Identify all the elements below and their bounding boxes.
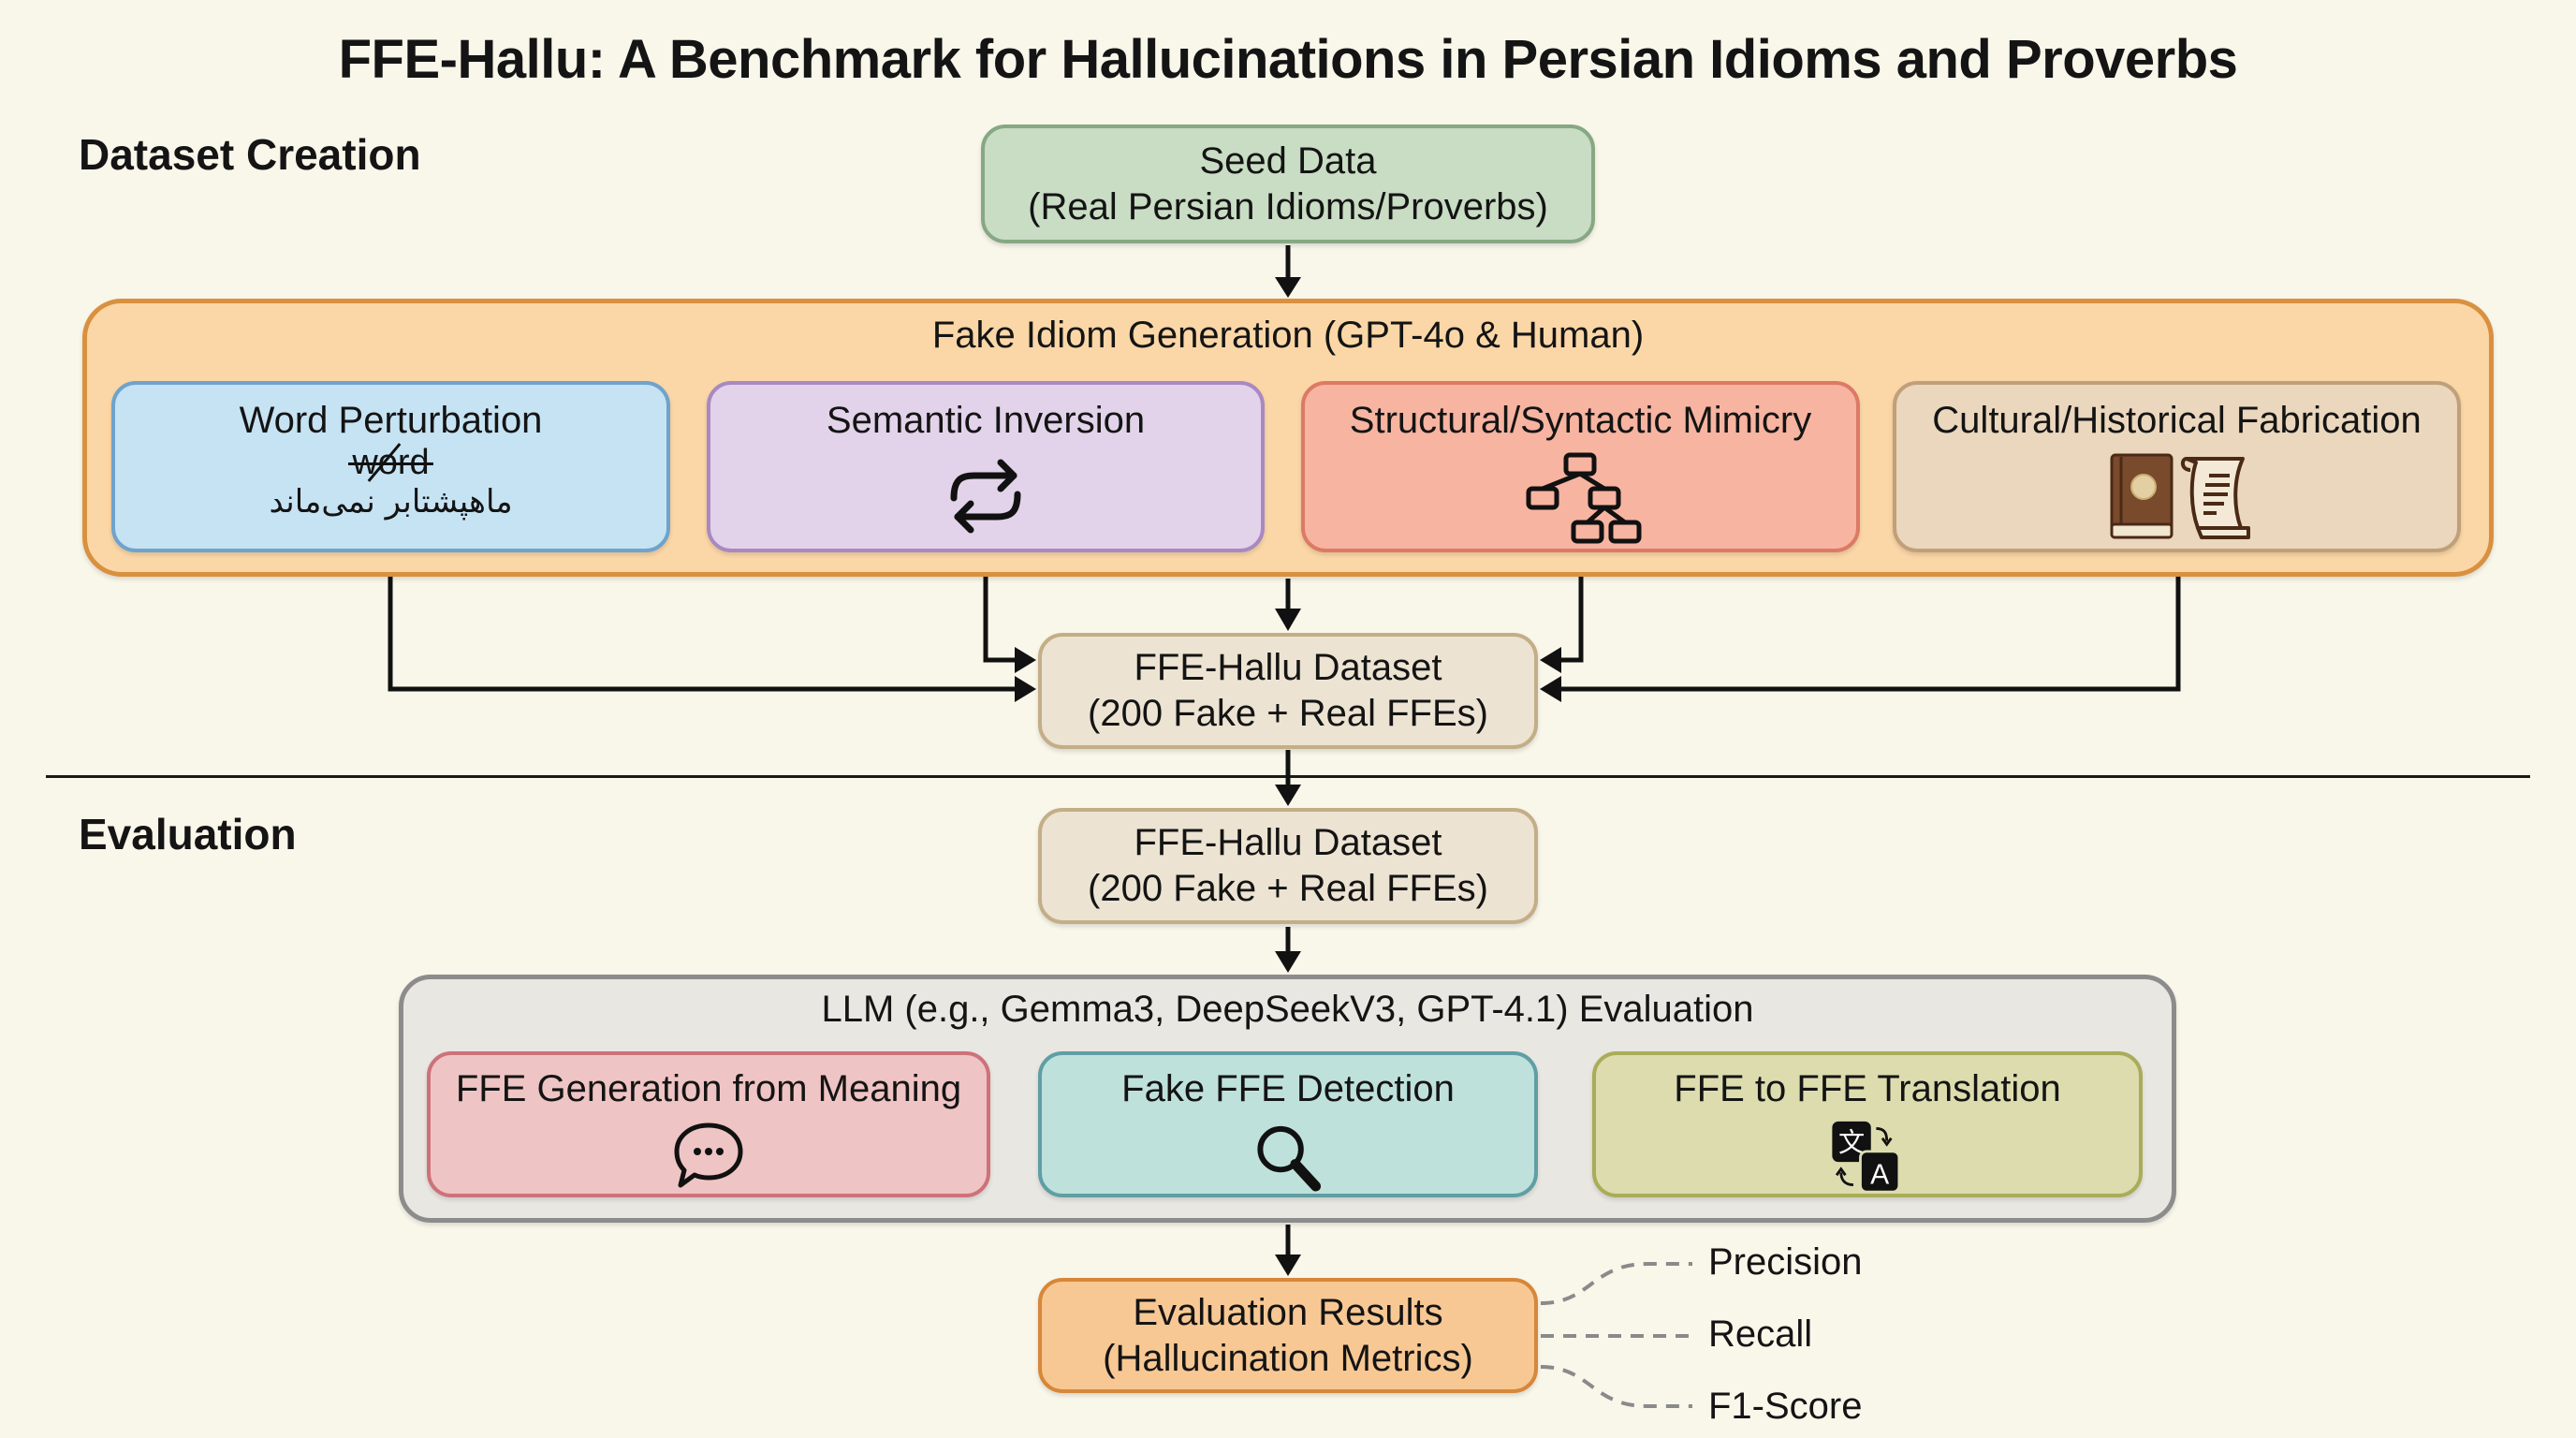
method-label: Word Perturbation <box>239 400 543 441</box>
section-label-dataset-creation: Dataset Creation <box>79 130 421 179</box>
task-label: Fake FFE Detection <box>1121 1068 1455 1109</box>
task-fake-ffe-detection: Fake FFE Detection <box>1038 1051 1538 1197</box>
seed-data-box: Seed Data (Real Persian Idioms/Proverbs) <box>981 125 1595 243</box>
translate-icon: 文 A <box>1832 1121 1901 1194</box>
task-label: FFE Generation from Meaning <box>455 1068 962 1109</box>
ffe-hallu-dataset-box: FFE-Hallu Dataset (200 Fake + Real FFEs) <box>1038 633 1538 749</box>
book-and-scroll-icon <box>2110 453 2250 539</box>
method-label: Semantic Inversion <box>826 400 1146 441</box>
metric-f1-score: F1-Score <box>1708 1386 1863 1427</box>
arrowhead <box>1015 676 1036 702</box>
arrowhead <box>1275 785 1301 806</box>
svg-text:A: A <box>1870 1160 1889 1191</box>
dataset-title: FFE-Hallu Dataset <box>1134 822 1442 863</box>
page-title: FFE-Hallu: A Benchmark for Hallucination… <box>338 29 2238 90</box>
section-divider <box>46 775 2530 778</box>
arrowhead <box>1275 609 1301 631</box>
task-ffe-generation-from-meaning: FFE Generation from Meaning <box>427 1051 990 1197</box>
arrowhead <box>1540 676 1561 702</box>
speech-bubble-icon <box>674 1123 743 1188</box>
task-label: FFE to FFE Translation <box>1674 1068 2061 1109</box>
method-structural-syntactic-mimicry: Structural/Syntactic Mimicry <box>1301 381 1860 552</box>
swap-arrows-icon <box>950 459 1021 534</box>
results-subtitle: (Hallucination Metrics) <box>1103 1337 1473 1379</box>
evaluation-results-box: Evaluation Results (Hallucination Metric… <box>1038 1278 1538 1393</box>
arrowhead <box>1275 951 1301 973</box>
method-semantic-inversion: Semantic Inversion <box>707 381 1265 552</box>
strikethrough-word-icon: word <box>348 443 434 482</box>
metric-recall: Recall <box>1708 1313 1813 1355</box>
fake-idiom-generation-label: Fake Idiom Generation (GPT-4o & Human) <box>931 315 1645 356</box>
method-word-perturbation: Word Perturbation word ماهپشتابر نمی‌مان… <box>111 381 670 552</box>
metric-precision: Precision <box>1708 1241 1863 1283</box>
dataset-subtitle: (200 Fake + Real FFEs) <box>1088 693 1488 734</box>
llm-evaluation-label: LLM (e.g., Gemma3, DeepSeekV3, GPT-4.1) … <box>821 989 1754 1030</box>
arrowhead <box>1540 647 1561 673</box>
arrowhead <box>1275 277 1301 298</box>
results-title: Evaluation Results <box>1133 1291 1443 1333</box>
seed-data-subtitle: (Real Persian Idioms/Proverbs) <box>1028 185 1548 227</box>
arrowhead <box>1015 647 1036 673</box>
magnifier-icon <box>1257 1125 1322 1192</box>
svg-text:文: 文 <box>1838 1127 1865 1158</box>
seed-data-title: Seed Data <box>1199 139 1377 182</box>
scroll-icon <box>2180 457 2250 539</box>
book-icon <box>2110 453 2173 539</box>
dataset-subtitle: (200 Fake + Real FFEs) <box>1088 868 1488 909</box>
arrowhead <box>1275 1255 1301 1276</box>
ffe-hallu-dataset-eval-box: FFE-Hallu Dataset (200 Fake + Real FFEs) <box>1038 808 1538 924</box>
section-label-evaluation: Evaluation <box>79 810 297 858</box>
tree-structure-icon <box>1526 452 1641 544</box>
method-label: Structural/Syntactic Mimicry <box>1349 400 1812 441</box>
persian-example-text: ماهپشتابر نمی‌ماند <box>269 483 513 521</box>
task-ffe-to-ffe-translation: FFE to FFE Translation 文 A <box>1592 1051 2143 1197</box>
dashed-connector-f1 <box>1540 1365 1692 1408</box>
dashed-connector-precision <box>1540 1262 1692 1305</box>
method-label: Cultural/Historical Fabrication <box>1932 400 2422 441</box>
dataset-title: FFE-Hallu Dataset <box>1134 647 1442 688</box>
method-cultural-historical-fabrication: Cultural/Historical Fabrication <box>1893 381 2461 552</box>
